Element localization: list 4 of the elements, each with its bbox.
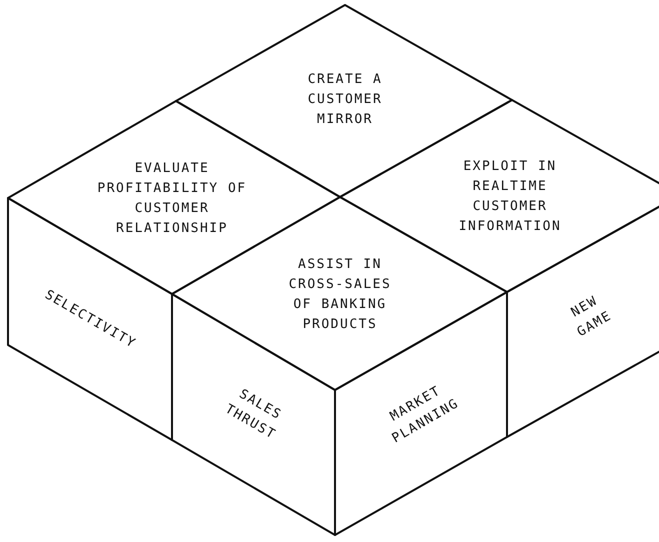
face-label: ASSIST IN CROSS-SALES OF BANKING PRODUCTS xyxy=(288,256,392,334)
face-label: CREATE A CUSTOMER MIRROR xyxy=(306,71,384,130)
face-label: EXPLOIT IN REALTIME CUSTOMER INFORMATION xyxy=(458,158,562,236)
face-label: EVALUATE PROFITABILITY OF CUSTOMER RELATIONSHIP xyxy=(96,160,248,238)
